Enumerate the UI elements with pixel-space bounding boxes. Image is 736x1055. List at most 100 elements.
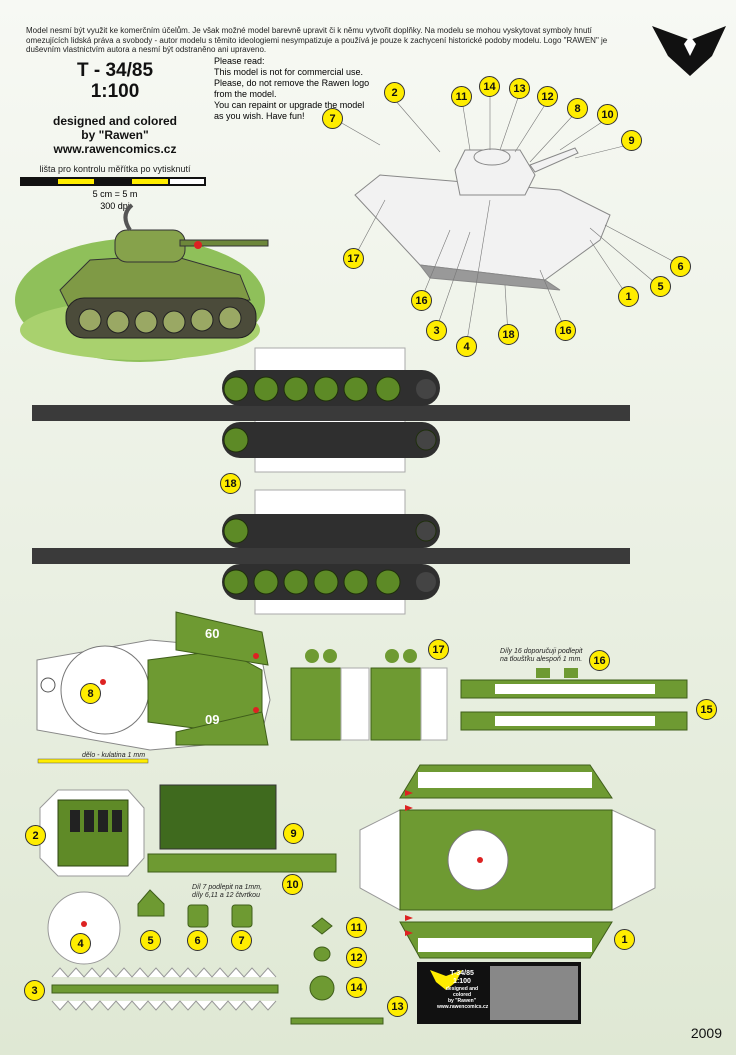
part-badge: 5 [650,276,671,297]
please-read-line: Please, do not remove the Rawen logo [214,78,370,88]
designed-by: designed and colored [52,114,178,128]
part-badge: 12 [346,947,367,968]
scale-bar [20,177,206,186]
part-badge: 17 [428,639,449,660]
part-badge: 8 [80,683,101,704]
part-badge: 7 [322,108,343,129]
logo-card-site: www.rawencomics.cz [437,1004,489,1010]
part-badge: 9 [283,823,304,844]
part-10 [147,853,337,873]
year: 2009 [690,1025,722,1041]
part-6 [187,904,209,928]
part-11 [311,917,333,935]
part7-note: Díl 7 podlepit na 1mm, díly 6,11 a 12 čt… [192,884,262,900]
part-badge: 5 [140,930,161,951]
logo-card [417,962,581,1024]
fender-parts [290,649,448,741]
rawen-eagle-logo [652,26,726,76]
part-badge: 16 [589,650,610,671]
part-badge: 13 [509,78,530,99]
part-badge: 16 [411,290,432,311]
part-badge: 10 [597,104,618,125]
part-7 [231,904,253,928]
website: www.rawencomics.cz [53,142,177,156]
part-badge: 18 [220,473,241,494]
part-14 [309,975,335,1001]
part-3-strip [51,967,279,1011]
part-badge: 3 [426,320,447,341]
leader-lines [332,91,683,348]
gun-barrel-strip [37,758,149,764]
note-line: díly 6,11 a 12 čtvrtkou [192,892,260,899]
model-name: T - 34/85 [76,60,154,81]
part-badge: 4 [456,336,477,357]
turret-top-part [36,611,271,751]
part-badge: 14 [479,76,500,97]
please-read-line: This model is not for commercial use. [214,67,364,77]
part-badge: 8 [567,98,588,119]
note-line: Díl 7 podlepit na 1mm, [192,884,263,891]
part-badge: 10 [282,874,303,895]
scale-ratio: 5 cm = 5 m [92,189,138,199]
part-badge: 12 [537,86,558,107]
part-badge: 4 [70,933,91,954]
part-12 [313,946,331,962]
scale-info: 5 cm = 5 m 300 dpi [20,188,210,212]
tank-illustration [15,203,269,362]
part-badge: 1 [618,286,639,307]
part-badge: 16 [555,320,576,341]
logo-card-scale: 1:100 [453,978,471,985]
part-9 [159,784,277,850]
part-badge: 17 [343,248,364,269]
hull-part [359,764,656,959]
part-13 [290,1017,384,1025]
note-line: na tloušťku alespoň 1 mm. [500,656,583,663]
track-part-upper [32,347,630,473]
track-part-lower [32,489,630,615]
please-read-line: from the model. [214,89,277,99]
part-badge: 13 [387,996,408,1017]
part-badge: 9 [621,130,642,151]
road-wheels [223,376,437,595]
please-read-line: You can repaint or upgrade the model [214,100,365,110]
part-badge: 7 [231,930,252,951]
rear-part [39,789,145,877]
marker-dot [81,921,87,927]
please-read-line: as you wish. Have fun! [214,111,305,121]
logo-card-designed: designed and colored [445,986,479,998]
part-badge: 3 [24,980,45,1001]
logo-card-text: T-34/85 1:100 designed and colored by "R… [437,970,489,1010]
assembly-diagram [354,147,611,291]
part-4-disc [47,891,121,965]
part-badge: 11 [346,917,367,938]
side-strips [460,668,688,731]
scale-check-label: lišta pro kontrolu měřítka po vytisknutí [39,164,191,174]
sprocket-icon [416,379,436,399]
logo-card-by: by "Rawen" [447,998,477,1004]
part-badge: 15 [696,699,717,720]
turret-number: 60 [205,626,220,641]
part-badge: 1 [614,929,635,950]
part-badge: 2 [384,82,405,103]
logo-card-model: T-34/85 [450,970,474,977]
part-badge: 6 [670,256,691,277]
model-title: T - 34/85 1:100 [30,60,200,102]
part-badge: 11 [451,86,472,107]
please-read-line: Please read: [214,56,265,66]
dpi: 300 dpi [100,201,130,211]
part-badge: 6 [187,930,208,951]
by-line: by "Rawen" [81,128,149,142]
part-badge: 14 [346,977,367,998]
part16-note: Díly 16 doporučuji podlepit na tloušťku … [500,648,583,664]
sprocket-icon [416,572,436,592]
turret-number: 60 [205,712,220,727]
gun-barrel-note: dělo - kulatina 1 mm [82,752,146,759]
legal-notice: Model nesmí být využit ke komerčním účel… [26,26,608,54]
please-read: Please read: This model is not for comme… [214,56,374,122]
part-badge: 2 [25,825,46,846]
credits: designed and colored by "Rawen" www.rawe… [28,114,202,156]
part-5 [137,889,165,917]
model-scale: 1:100 [90,81,140,102]
note-line: Díly 16 doporučuji podlepit [500,648,583,655]
